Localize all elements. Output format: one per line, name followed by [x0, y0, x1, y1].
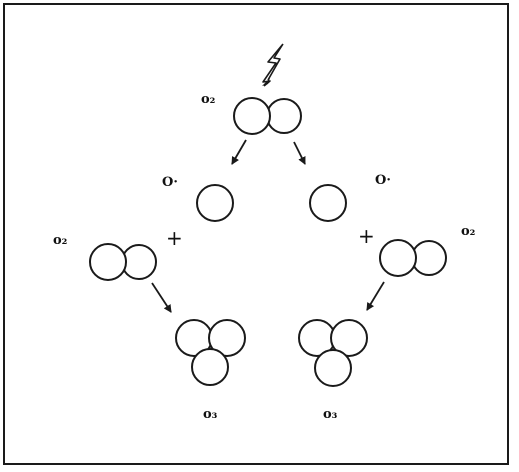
o-atom-right	[309, 184, 347, 222]
ozone-molecule-right	[298, 319, 368, 387]
arrow-split-left	[231, 139, 247, 165]
label-o-radical-left: O·	[162, 175, 178, 190]
label-right-o2: o₂	[461, 224, 476, 239]
label-top-o2: o₂	[201, 92, 216, 107]
arrow-form-right	[366, 281, 385, 311]
lightning-bolt-icon	[262, 43, 284, 87]
top-o2-molecule	[233, 97, 302, 135]
left-o2-molecule	[89, 243, 157, 281]
plus-sign-left: +	[166, 226, 183, 250]
ozone-molecule-left	[175, 319, 246, 386]
label-o-radical-right: O·	[375, 173, 391, 188]
arrow-form-left	[151, 282, 172, 313]
o-atom-left	[196, 184, 234, 222]
diagram-frame	[3, 3, 509, 465]
label-left-o2: o₂	[53, 233, 68, 248]
arrow-split-right	[293, 141, 306, 165]
right-o2-molecule	[379, 239, 447, 277]
label-ozone-right: o₃	[323, 407, 338, 422]
plus-sign-right: +	[358, 224, 375, 248]
label-ozone-left: o₃	[203, 407, 218, 422]
